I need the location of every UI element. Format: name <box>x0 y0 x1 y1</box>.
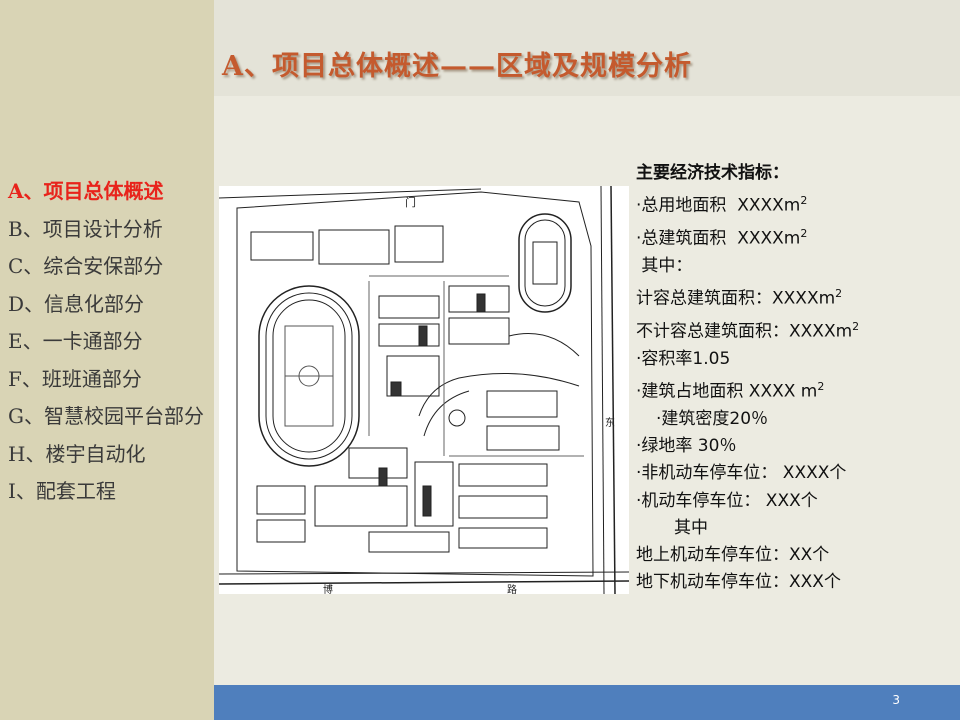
unit-superscript: 2 <box>852 319 860 333</box>
indicator-line: 计容总建筑面积：XXXXm2 <box>636 280 954 313</box>
unit-superscript: 2 <box>800 227 808 241</box>
indicator-text: ·容积率1.05 <box>636 348 731 369</box>
sidebar: A、项目总体概述 B、项目设计分析 C、综合安保部分 D、信息化部分 E、一卡通部分 F、… <box>0 0 214 720</box>
sidebar-item-0[interactable]: A、项目总体概述 <box>8 179 164 203</box>
indicator-line: ·绿地率 30％ <box>636 433 954 460</box>
indicator-line: 地下机动车停车位：XXX个 <box>636 569 954 596</box>
indicator-line: ·机动车停车位： XXX个 <box>636 488 954 515</box>
sidebar-item-3[interactable]: D、信息化部分 <box>8 291 145 316</box>
indicator-line: ·建筑占地面积 XXXX m2 <box>636 373 954 406</box>
road-bottom <box>219 580 629 585</box>
sidebar-nav: A、项目总体概述 B、项目设计分析 C、综合安保部分 D、信息化部分 E、一卡通部分 F、… <box>8 173 208 511</box>
indicator-text: ·非机动车停车位： XXXX个 <box>636 463 847 484</box>
road-label-bottom-1: 博 <box>323 583 333 594</box>
road-top <box>219 188 482 199</box>
unit-superscript: 2 <box>800 194 808 208</box>
indicator-text: 其中 <box>674 517 708 538</box>
indicator-text: 地下机动车停车位：XXX个 <box>636 572 841 593</box>
indicator-text: ·建筑占地面积 XXXX m <box>636 381 818 402</box>
indicator-text: 计容总建筑面积：XXXXm <box>636 288 836 309</box>
building <box>250 231 314 261</box>
footer-band: 3 <box>214 685 960 720</box>
indicator-text: ·机动车停车位： XXX个 <box>636 490 818 511</box>
header-band <box>214 0 960 96</box>
small-track <box>518 213 572 313</box>
sidebar-item-4[interactable]: E、一卡通部分 <box>8 329 143 353</box>
indicator-line: 其中： <box>636 253 954 280</box>
sidebar-item-8[interactable]: I、配套工程 <box>8 479 116 503</box>
indicator-text: ·总建筑面积 XXXXm <box>636 228 801 249</box>
indicator-line: 地上机动车停车位：XX个 <box>636 542 954 569</box>
page-number: 3 <box>892 693 900 707</box>
indicator-text: ·绿地率 30％ <box>636 436 737 457</box>
indicator-list: ·总用地面积 XXXXm2·总建筑面积 XXXXm2 其中：计容总建筑面积：XX… <box>636 187 954 596</box>
indicators-heading: 主要经济技术指标： <box>636 163 789 183</box>
unit-superscript: 2 <box>835 287 843 301</box>
indicator-text: ·总用地面积 XXXXm <box>636 195 801 216</box>
sidebar-item-7[interactable]: H、楼宇自动化 <box>8 441 146 466</box>
indicator-text: 不计容总建筑面积：XXXXm <box>636 321 853 342</box>
unit-superscript: 2 <box>817 380 825 394</box>
indicator-line: 不计容总建筑面积：XXXXm2 <box>636 313 954 346</box>
indicator-line: ·容积率1.05 <box>636 346 954 373</box>
running-track-outer <box>258 285 360 467</box>
indicator-line: ·非机动车停车位： XXXX个 <box>636 460 954 487</box>
indicator-line: ·建筑密度20％ <box>636 406 954 433</box>
economic-indicators: 主要经济技术指标： ·总用地面积 XXXXm2·总建筑面积 XXXXm2 其中：… <box>636 160 954 596</box>
indicator-line: ·总用地面积 XXXXm2 <box>636 187 954 220</box>
slide-title: A、项目总体概述——区域及规模分析 <box>222 51 692 82</box>
indicator-line: ·总建筑面积 XXXXm2 <box>636 220 954 253</box>
road-label-right: 东 <box>605 416 615 429</box>
sidebar-item-1[interactable]: B、项目设计分析 <box>8 216 163 241</box>
indicator-text: 其中： <box>636 255 693 276</box>
sidebar-item-6[interactable]: G、智慧校园平台部分 <box>8 404 204 428</box>
road-label-bottom-2: 路 <box>507 583 517 594</box>
gate-label: 门 <box>405 195 416 209</box>
indicator-text: 地上机动车停车位：XX个 <box>636 544 830 565</box>
sidebar-item-5[interactable]: F、班班通部分 <box>8 366 142 391</box>
sidebar-item-2[interactable]: C、综合安保部分 <box>8 254 164 278</box>
indicator-line: 其中 <box>636 515 954 542</box>
road-right <box>610 186 616 594</box>
site-plan-drawing: 门 博 路 东 <box>219 186 629 594</box>
indicator-text: ·建筑密度20％ <box>656 408 769 429</box>
site-boundary <box>236 191 594 577</box>
